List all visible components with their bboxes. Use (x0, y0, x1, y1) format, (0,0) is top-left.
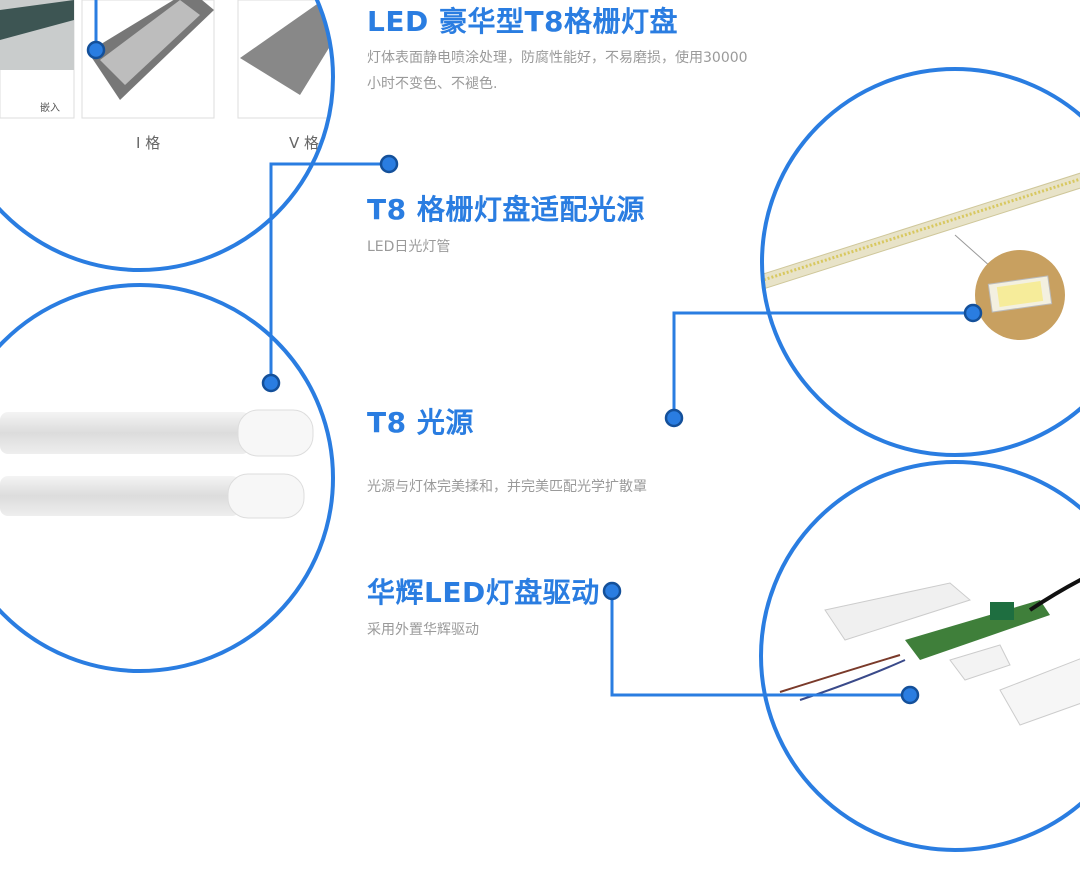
section-title-panel: LED 豪华型T8格栅灯盘 (367, 5, 679, 38)
section-title-compatible-source: T8 格栅灯盘适配光源 (367, 193, 645, 226)
section-desc-driver: 采用外置华辉驱动 (367, 622, 479, 638)
callout-circles (0, 0, 1080, 852)
led-tube-image (0, 409, 314, 519)
section-title-driver: 华辉LED灯盘驱动 (367, 576, 600, 609)
connector-dots (86, 40, 983, 705)
section-title-t8-source: T8 光源 (367, 406, 474, 439)
connector-lines (94, 0, 973, 697)
grille-label-i: I 格 (136, 134, 161, 152)
section-desc-compatible-source: LED日光灯管 (367, 239, 451, 255)
grille-label-v: V 格 (289, 134, 320, 152)
section-desc-t8-source: 光源与灯体完美揉和，并完美匹配光学扩散罩 (367, 479, 647, 495)
led-strip-image (762, 169, 1080, 340)
grille-panel-image (0, 0, 333, 119)
grille-label-embedded: 嵌入 (40, 103, 60, 114)
led-driver-image (779, 573, 1080, 726)
section-desc-panel: 灯体表面静电喷涂处理，防腐性能好，不易磨损，使用30000小时不变色、不褪色. (367, 50, 748, 92)
